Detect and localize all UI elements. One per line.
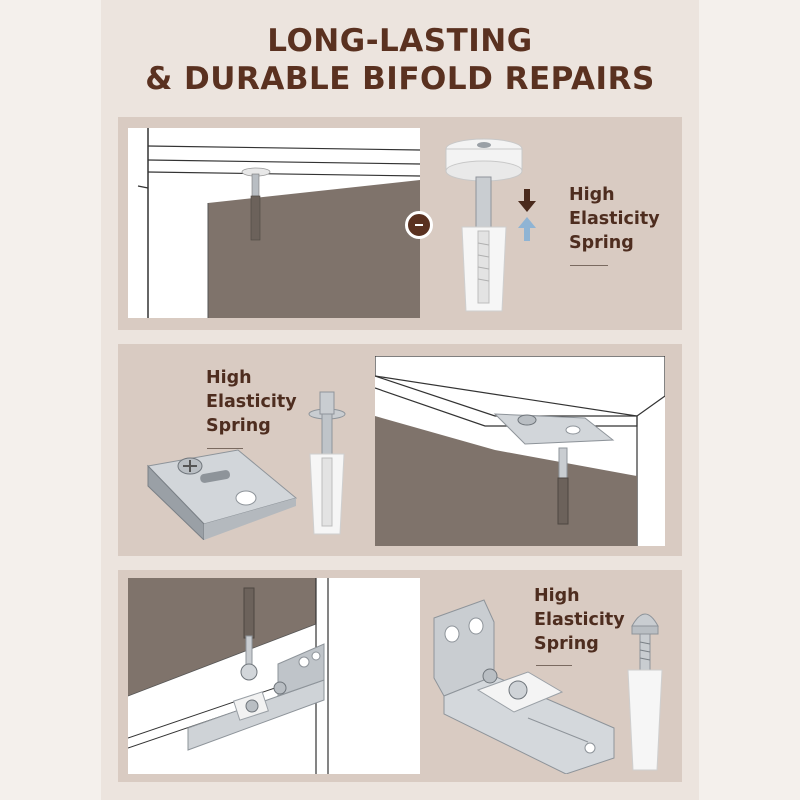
door-bottom-illustration [128,578,329,774]
title-line-1: LONG-LASTING [267,23,533,59]
connector-dot-icon [405,211,433,239]
spring-label-1: High Elasticity Spring [569,185,660,253]
spring-label-3: High Elasticity Spring [534,586,625,654]
door-bracket-illustration [375,356,665,546]
panel-bottom-bracket: High Elasticity Spring [118,570,682,782]
arrow-down-icon [518,189,536,213]
bottom-bracket-icon [433,599,615,774]
door-bottom-scene [128,578,420,774]
door-top-illustration [137,128,420,318]
title-line-2: & DURABLE BIFOLD REPAIRS [145,61,655,97]
pointer-line [536,665,572,666]
threaded-pin-spring-icon [627,613,663,771]
bracket-pin-spring-icon [308,391,346,535]
pivot-pin-spring-icon [445,138,523,312]
door-top-scene [128,128,420,318]
pointer-line [570,265,608,266]
pointer-line [207,448,243,449]
spring-label-2: High Elasticity Spring [206,368,297,436]
panel-top-bracket: High Elasticity Spring [118,344,682,556]
top-bracket-icon [146,449,298,540]
arrow-up-icon [518,217,536,241]
door-bracket-scene [375,356,665,546]
panel-top-pivot: High Elasticity Spring [118,117,682,330]
